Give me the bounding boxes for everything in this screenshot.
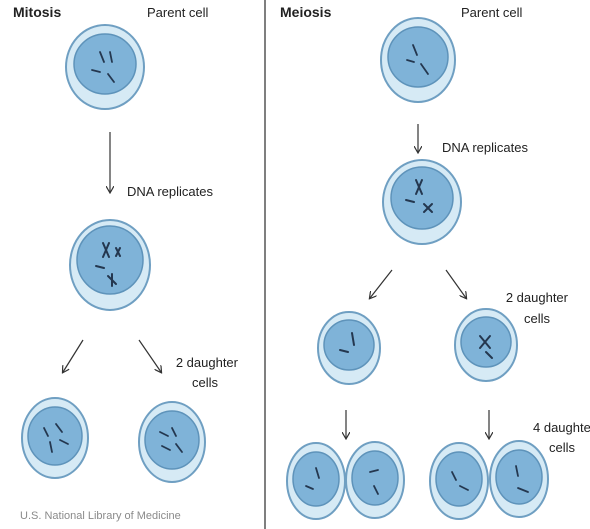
mitosis-daughters-label-line2: cells [160, 375, 218, 390]
meiosis-parent-label: Parent cell [461, 5, 522, 20]
mitosis-replicated-cell [70, 220, 150, 310]
meiosis-four-label-line1: 4 daughte [533, 420, 590, 435]
credit-text: U.S. National Library of Medicine [20, 510, 181, 522]
mitosis-arrow-right [139, 340, 161, 372]
meiosis-arrow-right [446, 270, 466, 298]
meiosis-replicate-label: DNA replicates [442, 140, 528, 155]
meiosis-parent-cell [381, 18, 455, 102]
mitosis-daughter-cell-2 [139, 402, 205, 482]
mitosis-daughters-label-line1: 2 daughter [160, 355, 238, 370]
meiosis-gamete-3 [430, 443, 488, 519]
mitosis-replicate-label: DNA replicates [127, 184, 213, 199]
mitosis-arrow-left [63, 340, 83, 372]
meiosis-arrow-left [370, 270, 392, 298]
meiosis-replicated-cell [383, 160, 461, 244]
meiosis-daughters-label-line2: cells [490, 311, 550, 326]
mitosis-daughter-cell-1 [22, 398, 88, 478]
meiosis-gamete-1 [287, 443, 345, 519]
meiosis-title: Meiosis [280, 5, 331, 20]
mitosis-parent-cell [66, 25, 144, 109]
meiosis-gamete-2 [346, 442, 404, 518]
mitosis-parent-label: Parent cell [147, 5, 208, 20]
mitosis-title: Mitosis [13, 5, 61, 20]
meiosis-gamete-4 [490, 441, 548, 517]
meiosis-daughter-cell-1 [318, 312, 380, 384]
meiosis-daughters-label-line1: 2 daughter [490, 290, 568, 305]
meiosis-four-label-line2: cells [549, 440, 575, 455]
